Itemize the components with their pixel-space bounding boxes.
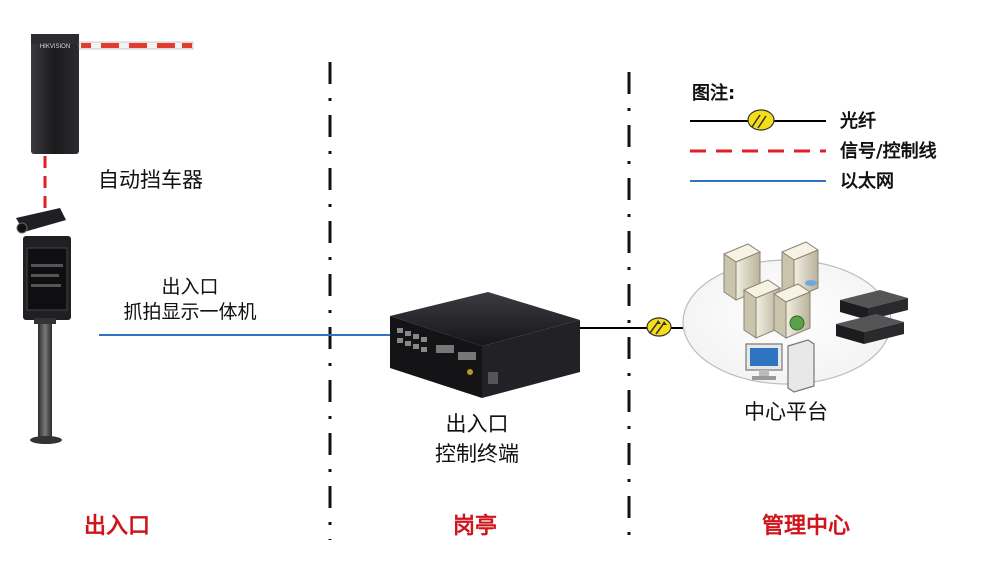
legend-signal-label: 信号/控制线 xyxy=(840,141,937,162)
legend-fiber-swatch xyxy=(690,109,826,131)
platform-label: 中心平台 xyxy=(744,400,828,424)
zone-label-entrance: 出入口 xyxy=(83,514,151,539)
control-terminal xyxy=(390,292,580,398)
terminal-label-line2: 控制终端 xyxy=(435,442,519,466)
fiber-connector-icon xyxy=(646,317,672,337)
zone-label-management: 管理中心 xyxy=(761,514,851,539)
camera-display-unit xyxy=(16,208,71,444)
server-icon xyxy=(722,241,820,339)
legend-fiber-label: 光纤 xyxy=(840,111,876,132)
barrier-gate: HIKVISION xyxy=(31,34,194,154)
legend-ethernet-label: 以太网 xyxy=(840,171,894,192)
barrier-label: 自动挡车器 xyxy=(98,168,203,192)
legend-title: 图注: xyxy=(692,83,736,104)
barrier-brand-text: HIKVISION xyxy=(40,44,70,50)
terminal-label-line1: 出入口 xyxy=(445,412,509,436)
zone-label-booth: 岗亭 xyxy=(452,514,498,539)
camera-label-line1: 出入口 xyxy=(161,276,219,298)
monitor-icon xyxy=(745,339,815,393)
camera-label-line2: 抓拍显示一体机 xyxy=(123,301,257,323)
switch-icon xyxy=(836,290,908,344)
